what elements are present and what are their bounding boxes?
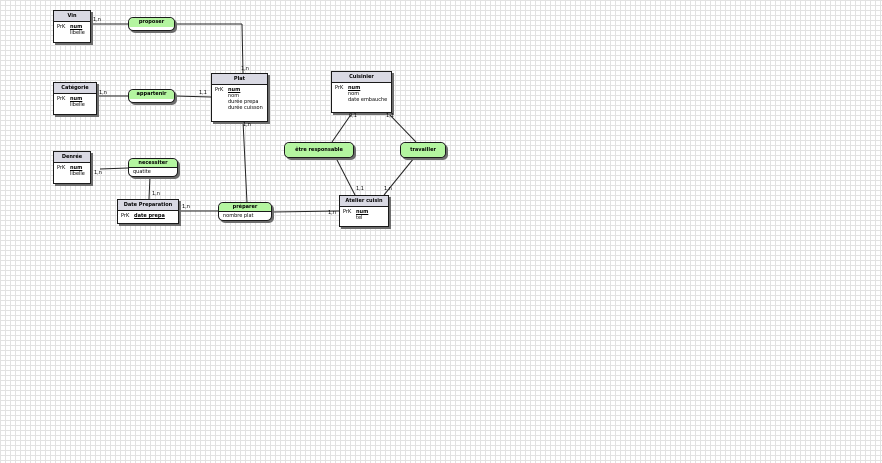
pk-label: PrK (215, 87, 224, 93)
link-proposer-plat-vertical (241, 23, 244, 74)
attribute: nom (348, 91, 360, 97)
cardinality-plat-appartenir: 1,1 (199, 90, 207, 96)
association-etre-responsable[interactable]: être responsable (284, 142, 354, 158)
entity-title: Plat (212, 74, 267, 85)
pk-label: PrK (57, 96, 66, 102)
cardinality-date-necessiter: 1,n (152, 191, 160, 197)
link-plat-preparer (242, 120, 248, 204)
attribute: libelle (70, 30, 85, 36)
association-proposer[interactable]: proposer (128, 17, 175, 31)
primary-key: date prepa (134, 213, 165, 219)
cardinality-categorie-appartenir: 1,n (99, 90, 107, 96)
entity-atelier-cuisin[interactable]: Atelier cuisin PrK num tel (339, 195, 389, 227)
cardinality-atelier-responsable: 1,1 (356, 186, 364, 192)
attribute: durée cuisson (228, 105, 263, 111)
link-preparer-atelier (271, 210, 340, 213)
pk-label: PrK (335, 85, 344, 91)
association-necessiter[interactable]: necessiter quatite (128, 158, 178, 177)
primary-key: num (228, 87, 241, 93)
primary-key: num (70, 165, 83, 171)
association-attribute: quatite (133, 169, 151, 175)
link-responsable-atelier (335, 157, 356, 196)
entity-title: Date Preparation (118, 200, 178, 211)
association-title: appartenir (129, 90, 174, 99)
entity-date-preparation[interactable]: Date Preparation PrK date prepa (117, 199, 179, 224)
pk-label: PrK (57, 24, 66, 30)
cardinality-atelier-preparer: 1,n (328, 210, 336, 216)
association-travailler[interactable]: travailler (400, 142, 446, 158)
primary-key: num (70, 24, 83, 30)
entity-title: Atelier cuisin (340, 196, 388, 207)
entity-denree[interactable]: Denrée PrK num libelle (53, 151, 91, 184)
pk-label: PrK (121, 213, 130, 219)
link-travailler-atelier (383, 157, 415, 196)
primary-key: num (348, 85, 361, 91)
link-cuisinier-travailler (387, 112, 417, 143)
attribute: libelle (70, 102, 85, 108)
association-attribute: nombre plat (223, 213, 254, 219)
attribute: date embauche (348, 97, 388, 103)
cardinality-date-preparer: 1,n (182, 204, 190, 210)
entity-cuisinier[interactable]: Cuisinier PrK num nom date embauche (331, 71, 392, 113)
pk-label: PrK (57, 165, 66, 171)
attribute: libelle (70, 171, 85, 177)
attribute: nom (228, 93, 240, 99)
link-denree-necessiter (99, 167, 129, 170)
attribute: durée prepa (228, 99, 259, 105)
attribute: tel (356, 215, 363, 221)
entity-title: Cuisinier (332, 72, 391, 83)
entity-title: Vin (54, 11, 90, 22)
cardinality-denree-necessiter: 1,n (94, 170, 102, 176)
link-cuisinier-responsable (331, 112, 353, 143)
entity-categorie[interactable]: Catégorie PrK num libelle (53, 82, 97, 115)
primary-key: num (70, 96, 83, 102)
association-title: necessiter (129, 159, 177, 168)
cardinality-cuisinier-responsable: 0,1 (349, 113, 357, 119)
entity-title: Catégorie (54, 83, 96, 94)
cardinality-atelier-travailler: 1,n (384, 186, 392, 192)
entity-vin[interactable]: Vin PrK num libelle (53, 10, 91, 43)
association-appartenir[interactable]: appartenir (128, 89, 175, 103)
entity-plat[interactable]: Plat PrK num nom durée prepa durée cuisso… (211, 73, 268, 122)
association-title: être responsable (285, 143, 353, 157)
cardinality-plat-preparer: 1,n (243, 122, 251, 128)
cardinality-plat-proposer: 1,n (241, 66, 249, 72)
association-preparer[interactable]: préparer nombre plat (218, 202, 272, 221)
pk-label: PrK (343, 209, 352, 215)
link-necessiter-date (148, 175, 151, 200)
association-title: proposer (129, 18, 174, 27)
primary-key: num (356, 209, 369, 215)
cardinality-vin-proposer: 1,n (93, 17, 101, 23)
association-title: travailler (401, 143, 445, 157)
link-appartenir-plat (174, 95, 212, 98)
entity-title: Denrée (54, 152, 90, 163)
cardinality-cuisinier-travailler: 1,1 (386, 113, 394, 119)
association-title: préparer (219, 203, 271, 212)
